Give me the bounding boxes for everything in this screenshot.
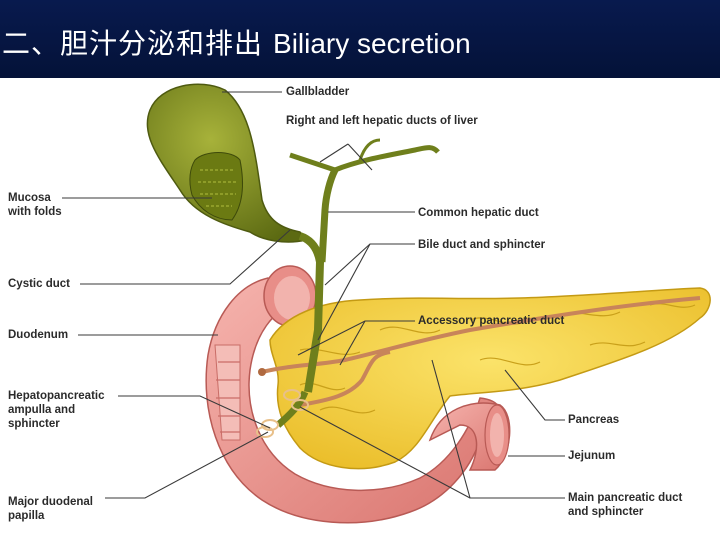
label-mucosa: Mucosa with folds [8, 192, 62, 218]
pancreas [269, 287, 711, 470]
jejunum [428, 402, 511, 471]
label-bile-duct: Bile duct and sphincter [418, 239, 546, 251]
label-hepatopancreatic-ampulla: Hepatopancreatic ampulla and sphincter [8, 390, 105, 430]
accessory-duct-opening [258, 368, 266, 376]
duodenum-lumen [274, 276, 310, 320]
label-duodenum: Duodenum [8, 329, 69, 341]
label-main-pancreatic-duct: Main pancreatic duct and sphincter [568, 492, 683, 518]
label-accessory-pancreatic-duct: Accessory pancreatic duct [418, 315, 565, 327]
leader-hepatic-left [319, 143, 349, 163]
leader-hepatopancreatic [118, 395, 271, 429]
slide-title-chinese: 二、胆汁分泌和排出 [2, 27, 264, 60]
leader-lines [62, 91, 565, 499]
label-jejunum: Jejunum [568, 450, 616, 462]
bile-ducts [256, 138, 440, 438]
leader-accessory-2 [339, 320, 366, 366]
label-hepatic-ducts: Right and left hepatic ducts of liver [286, 115, 478, 127]
slide-title: 二、胆汁分泌和排出 Biliary secretion [2, 22, 471, 62]
title-bar: 二、胆汁分泌和排出 Biliary secretion [0, 0, 720, 78]
label-major-duodenal-papilla: Major duodenal papilla [8, 496, 93, 522]
leader-main-duct-2 [299, 406, 471, 499]
label-cystic-duct: Cystic duct [8, 278, 70, 290]
leader-cystic-duct [80, 229, 291, 285]
label-gallbladder: Gallbladder [286, 86, 350, 98]
duodenum [205, 265, 502, 524]
sphincter-rings [256, 389, 309, 438]
leader-bile-duct-2 [317, 243, 371, 341]
leader-papilla [105, 431, 269, 499]
biliary-anatomy-diagram: Gallbladder Right and left hepatic ducts… [0, 78, 720, 540]
mucosa-folds [189, 152, 244, 221]
label-pancreas: Pancreas [568, 414, 620, 426]
gallbladder [146, 83, 308, 243]
label-common-hepatic-duct: Common hepatic duct [418, 207, 539, 219]
leader-pancreas [504, 369, 565, 421]
leader-bile-duct-1 [324, 243, 415, 286]
leader-hepatic-right [347, 143, 373, 171]
anatomy-illustration [62, 83, 711, 524]
slide-title-english: Biliary secretion [273, 28, 471, 59]
